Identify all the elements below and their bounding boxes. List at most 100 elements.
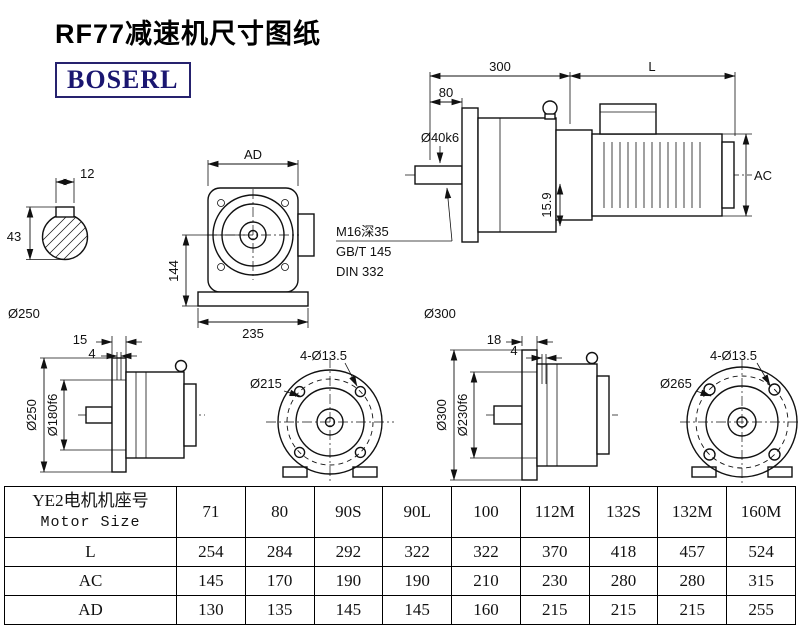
row-label: L: [4, 537, 177, 567]
dim-144-label: 144: [166, 260, 181, 282]
technical-drawing: 12 43 AD 144 235 M16深35 GB/T 14: [7, 59, 798, 484]
flange300-title: Ø300: [424, 306, 456, 321]
dim-L-label: L: [648, 59, 655, 74]
dim-ac-label: AC: [754, 168, 772, 183]
table-cell: 160: [451, 595, 521, 625]
gearmotor-side-view: 300 L 80 Ø40k6 AC 15.9: [405, 59, 772, 243]
table-cell: 322: [451, 537, 521, 567]
table-cell: 315: [726, 566, 796, 596]
shaft-section-view: 12 43: [7, 166, 94, 261]
row-label: AD: [4, 595, 177, 625]
table-cell: 130: [176, 595, 246, 625]
table-cell: 418: [588, 537, 659, 567]
note-tapped-hole: M16深35: [336, 224, 389, 239]
lifting-eye: [542, 100, 558, 116]
table-cell: 524: [726, 537, 796, 567]
col-frame-size: 112M: [519, 486, 590, 538]
output-shaft: [493, 405, 523, 425]
flange-plate: [111, 357, 127, 473]
table-cell: 170: [244, 566, 315, 596]
col-frame-size: 132M: [657, 486, 728, 538]
dim-spigot230-label: Ø230f6: [455, 394, 470, 437]
dimension-table-wrap: YE2电机机座号 Motor Size 71 80 90S 90L 100 11…: [4, 486, 796, 625]
bolt-hole: [768, 383, 781, 396]
table-cell: 215: [588, 595, 659, 625]
output-shaft: [414, 165, 463, 185]
dim-holes-label: 4-Ø13.5: [710, 348, 757, 363]
table-cell: 145: [176, 566, 246, 596]
dimension-table: YE2电机机座号 Motor Size 71 80 90S 90L 100 11…: [4, 486, 796, 625]
col-frame-size: 90S: [313, 486, 384, 538]
fan-cowl: [721, 141, 735, 209]
table-cell: 215: [657, 595, 728, 625]
table-cell: 457: [657, 537, 728, 567]
motor-fins: [603, 142, 701, 208]
bolt-circle: [286, 378, 374, 466]
dim-4-label: 4: [88, 346, 95, 361]
dim-15-label: 15: [73, 332, 87, 347]
dim-shaft-dia-label: Ø40k6: [421, 130, 459, 145]
flange300-side-view: 18 4 Ø300 Ø230f6: [434, 332, 618, 481]
lifting-eye: [174, 359, 188, 373]
bolt-hole: [703, 448, 716, 461]
flange250-title: Ø250: [8, 306, 40, 321]
table-cell: 254: [176, 537, 246, 567]
brand-logo-text: BOSERL: [67, 65, 179, 94]
dim-od250-label: Ø250: [24, 399, 39, 431]
flange-plate: [521, 349, 538, 481]
col-frame-size: 90L: [382, 486, 453, 538]
table-cell: 280: [588, 566, 659, 596]
motor-body: [591, 133, 723, 217]
table-cell: 210: [451, 566, 521, 596]
col-frame-size: 132S: [588, 486, 659, 538]
dim-ad-label: AD: [244, 147, 262, 162]
dim-300-label: 300: [489, 59, 511, 74]
bolt-hole: [768, 448, 781, 461]
motor-size-label-cn: YE2电机机座号: [32, 491, 149, 511]
motor-adapter: [555, 129, 593, 221]
header-motor-size: YE2电机机座号 Motor Size: [4, 486, 177, 538]
dim-159-label: 15.9: [539, 192, 554, 217]
motor-size-label-en: Motor Size: [40, 514, 141, 532]
dim-bc265-label: Ø265: [660, 376, 692, 391]
table-row-L: L 254 284 292 322 322 370 418 457 524: [4, 537, 796, 567]
dim-spigot180-label: Ø180f6: [45, 394, 60, 437]
output-shaft: [85, 406, 113, 424]
col-frame-size: 71: [176, 486, 246, 538]
shaft-keyway: [55, 206, 75, 218]
mounting-base: [197, 291, 309, 307]
gear-body: [125, 371, 185, 459]
table-cell: 280: [657, 566, 728, 596]
output-flange: [461, 107, 479, 243]
table-cell: 145: [313, 595, 384, 625]
dim-80-label: 80: [439, 85, 453, 100]
flange250-front-view: Ø215 4-Ø13.5: [250, 348, 394, 484]
table-cell: 145: [382, 595, 453, 625]
dim-od300-label: Ø300: [434, 399, 449, 431]
col-frame-size: 160M: [726, 486, 796, 538]
table-cell: 284: [244, 537, 315, 567]
table-row-AD: AD 130 135 145 145 160 215 215 215 255: [4, 595, 796, 625]
page-title: RF77减速机尺寸图纸: [55, 19, 322, 49]
table-cell: 135: [244, 595, 315, 625]
table-cell: 190: [313, 566, 384, 596]
dim-shaft-height-label: 43: [7, 229, 21, 244]
note-gbt145: GB/T 145: [336, 244, 391, 259]
gearbox-front-view: AD 144 235 M16深35 GB/T 145 DIN 332: [166, 147, 453, 341]
gear-housing: [477, 117, 557, 233]
dim-bc215-label: Ø215: [250, 376, 282, 391]
table-header-row: YE2电机机座号 Motor Size 71 80 90S 90L 100 11…: [4, 486, 796, 538]
bolt-hole: [354, 385, 367, 398]
flange250-side-view: 15 4 Ø250 Ø180f6: [24, 332, 205, 473]
table-cell: 230: [519, 566, 590, 596]
table-cell: 215: [519, 595, 590, 625]
brand-logo: BOSERL: [55, 62, 191, 98]
bolt-hole: [354, 446, 367, 459]
dim-235-label: 235: [242, 326, 264, 341]
dim-holes-label: 4-Ø13.5: [300, 348, 347, 363]
dim-key-width-label: 12: [80, 166, 94, 181]
lifting-eye: [585, 351, 599, 365]
table-cell: 370: [519, 537, 590, 567]
table-row-AC: AC 145 170 190 190 210 230 280 280 315: [4, 566, 796, 596]
note-din332: DIN 332: [336, 264, 384, 279]
